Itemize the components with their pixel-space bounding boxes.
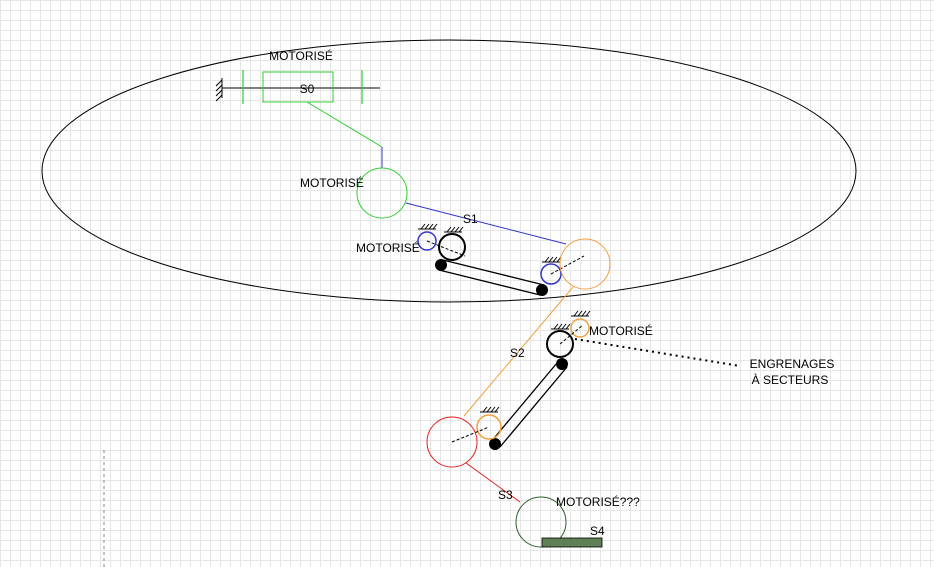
s4-label: S4 — [590, 524, 605, 538]
orange-small-gear-upper — [570, 318, 590, 338]
hatched-pivot-icon — [571, 310, 591, 317]
s0-label: S0 — [300, 82, 315, 96]
s0-to-green-link — [306, 101, 383, 148]
blue-small-gear-right — [540, 263, 562, 285]
motorise-green-label: MOTORISÉ — [300, 175, 364, 190]
engrenages-leader — [574, 338, 741, 367]
orange-small-gear-lower — [476, 414, 502, 440]
lower-dashed-axis-b — [451, 426, 490, 443]
joint-dot-upper-right — [536, 284, 548, 296]
motorise-dark-label: MOTORISÉ??? — [556, 494, 640, 509]
motorise-blue-label: MOTORISÉ — [356, 240, 420, 255]
parallel-link-upper-a — [442, 259, 545, 286]
s0-slider-box — [262, 71, 334, 103]
green-joint-circle — [356, 167, 408, 219]
blue-small-gear — [417, 231, 437, 251]
s1-label: S1 — [463, 212, 478, 226]
upper-gear-sector-assembly: MOTORISÉ — [356, 223, 585, 296]
engrenages-label-line1: ENGRENAGES — [750, 357, 835, 371]
s1-link — [405, 202, 567, 245]
workspace-ellipse — [41, 39, 857, 303]
hatched-pivot-icon — [542, 256, 562, 263]
s0-slider-assembly: S0 MOTORISÉ — [215, 48, 380, 104]
joint-dot-upper-left — [435, 259, 447, 271]
s2-link — [463, 286, 574, 417]
lower-gear-sector-assembly: MOTORISÉ — [451, 310, 653, 450]
joint-dot-lower-top — [556, 358, 568, 370]
s2-label: S2 — [510, 346, 525, 360]
s3-link — [465, 462, 521, 503]
s3-label: S3 — [498, 488, 513, 502]
joint-dot-lower-bottom — [489, 438, 501, 450]
hatched-pivot-icon — [444, 226, 464, 233]
motorise-orange-label: MOTORISÉ — [589, 323, 653, 338]
parallel-link-lower-b — [499, 366, 568, 448]
s4-end-effector-plate — [541, 537, 603, 548]
ground-symbol-icon — [215, 78, 223, 102]
orange-joint-circle — [559, 238, 611, 290]
hatched-pivot-icon — [480, 406, 500, 413]
dark-green-joint-circle — [515, 496, 567, 548]
hatched-pivot-icon — [551, 323, 571, 330]
black-gear-upper — [438, 233, 466, 261]
red-joint-circle — [426, 416, 478, 468]
black-gear-lower — [546, 330, 574, 358]
hatched-pivot-icon — [418, 223, 438, 230]
upper-dashed-axis — [426, 240, 466, 257]
motorise-top-label: MOTORISÉ — [269, 48, 333, 63]
right-dashed-axis — [550, 255, 585, 275]
parallel-link-upper-b — [438, 269, 541, 296]
engrenages-label-line2: À SECTEURS — [752, 372, 829, 387]
